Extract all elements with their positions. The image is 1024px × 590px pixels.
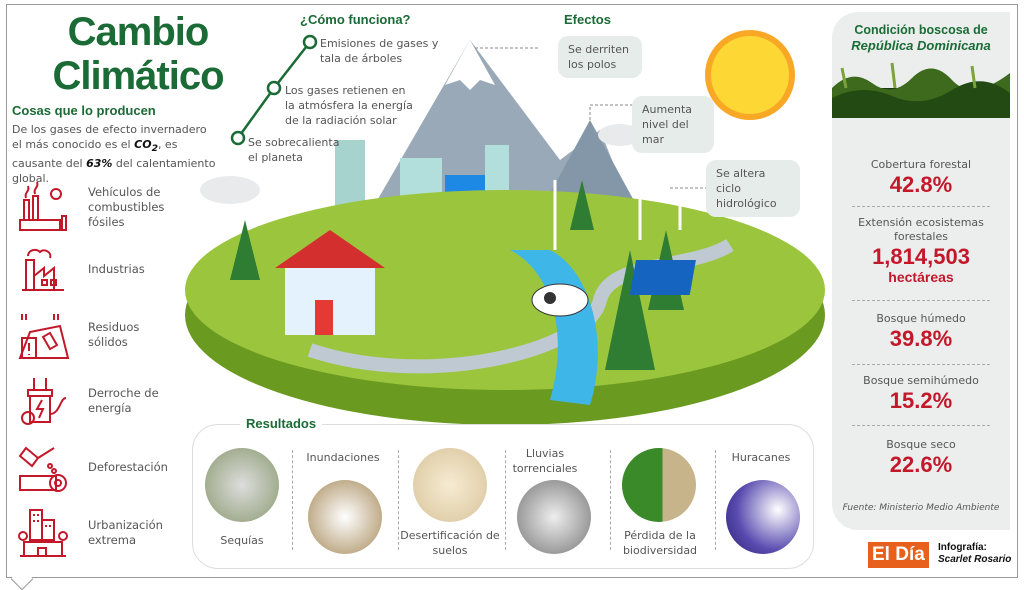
house-icon xyxy=(275,230,385,335)
cause-label: Deforestación xyxy=(88,459,168,474)
clouds xyxy=(200,124,642,204)
how-step-3: Se sobrecalienta el planeta xyxy=(248,136,340,164)
credit: Infografía:Scarlet Rosario xyxy=(938,542,1012,565)
cause-label: Vehículos de combustibles fósiles xyxy=(88,184,165,229)
cow-icon xyxy=(531,283,589,317)
effect-bubble: Se altera ciclo hidrológico xyxy=(706,160,800,217)
effects-heading: Efectos xyxy=(564,12,611,27)
result-label: Inundaciones xyxy=(306,451,380,464)
factory-pollution-icon xyxy=(19,181,67,231)
cause-item: Urbanización extrema xyxy=(16,506,178,560)
results-heading: Resultados xyxy=(240,416,323,431)
divider xyxy=(398,450,399,550)
cause-item: Deforestación xyxy=(16,440,178,494)
results-box xyxy=(192,424,814,569)
waste-icon xyxy=(18,314,70,359)
effect-leaders xyxy=(475,47,706,189)
cause-item: Derroche de energía xyxy=(16,374,178,428)
divider xyxy=(505,450,506,550)
flood-photo xyxy=(308,480,382,554)
how-step-1: Emisiones de gases y tala de árboles xyxy=(320,37,439,65)
result-label: Desertificación de suelos xyxy=(400,529,500,557)
result-label: Sequías xyxy=(220,534,264,547)
sun-icon xyxy=(705,30,795,120)
causes-heading: Cosas que lo producen xyxy=(12,103,156,118)
cause-item: Industrias xyxy=(16,242,178,296)
steps-line xyxy=(230,34,318,146)
cause-item: Vehículos de combustibles fósiles xyxy=(16,180,178,234)
energy-plug-icon xyxy=(21,378,67,425)
forest-silhouette xyxy=(832,62,1010,118)
effect-bubble: Aumenta nivel del mar xyxy=(632,96,714,153)
how-step-2: Los gases retienen en la atmósfera la en… xyxy=(285,84,413,127)
frame xyxy=(6,4,1018,578)
cause-item: Residuos sólidos xyxy=(16,308,178,362)
hurricane-photo xyxy=(726,480,800,554)
divider xyxy=(852,300,990,301)
climate-illustration xyxy=(185,30,825,425)
cause-label: Industrias xyxy=(88,261,145,276)
divider xyxy=(852,364,990,365)
cause-label: Residuos sólidos xyxy=(88,320,140,349)
result-label: Pérdida de la biodiversidad xyxy=(622,529,698,557)
causes-intro: De los gases de efecto invernadero el má… xyxy=(12,123,216,186)
result-label: Huracanes xyxy=(731,451,791,464)
solar-panels xyxy=(629,260,696,295)
how-heading: ¿Cómo funciona? xyxy=(300,12,411,27)
divider xyxy=(852,206,990,207)
effect-bubble: Se derriten los polos xyxy=(558,36,642,78)
source-note: Fuente: Ministerio Medio Ambiente xyxy=(842,503,1000,513)
biodiversity-photo xyxy=(622,448,696,522)
wind-turbines xyxy=(553,175,682,250)
city-icon xyxy=(18,509,68,557)
drought-photo xyxy=(205,448,279,522)
desertification-photo xyxy=(413,448,487,522)
axe-log-icon xyxy=(18,446,67,492)
industry-icon xyxy=(22,248,64,291)
island xyxy=(185,190,825,425)
rain-photo xyxy=(517,480,591,554)
divider xyxy=(292,450,293,550)
result-label: Lluvias torrenciales xyxy=(512,447,578,475)
cause-label: Urbanización extrema xyxy=(88,518,163,547)
cause-label: Derroche de energía xyxy=(88,386,159,415)
divider xyxy=(715,450,716,550)
el-dia-logo: El Día xyxy=(868,542,929,568)
divider xyxy=(852,425,990,426)
divider xyxy=(610,450,611,550)
